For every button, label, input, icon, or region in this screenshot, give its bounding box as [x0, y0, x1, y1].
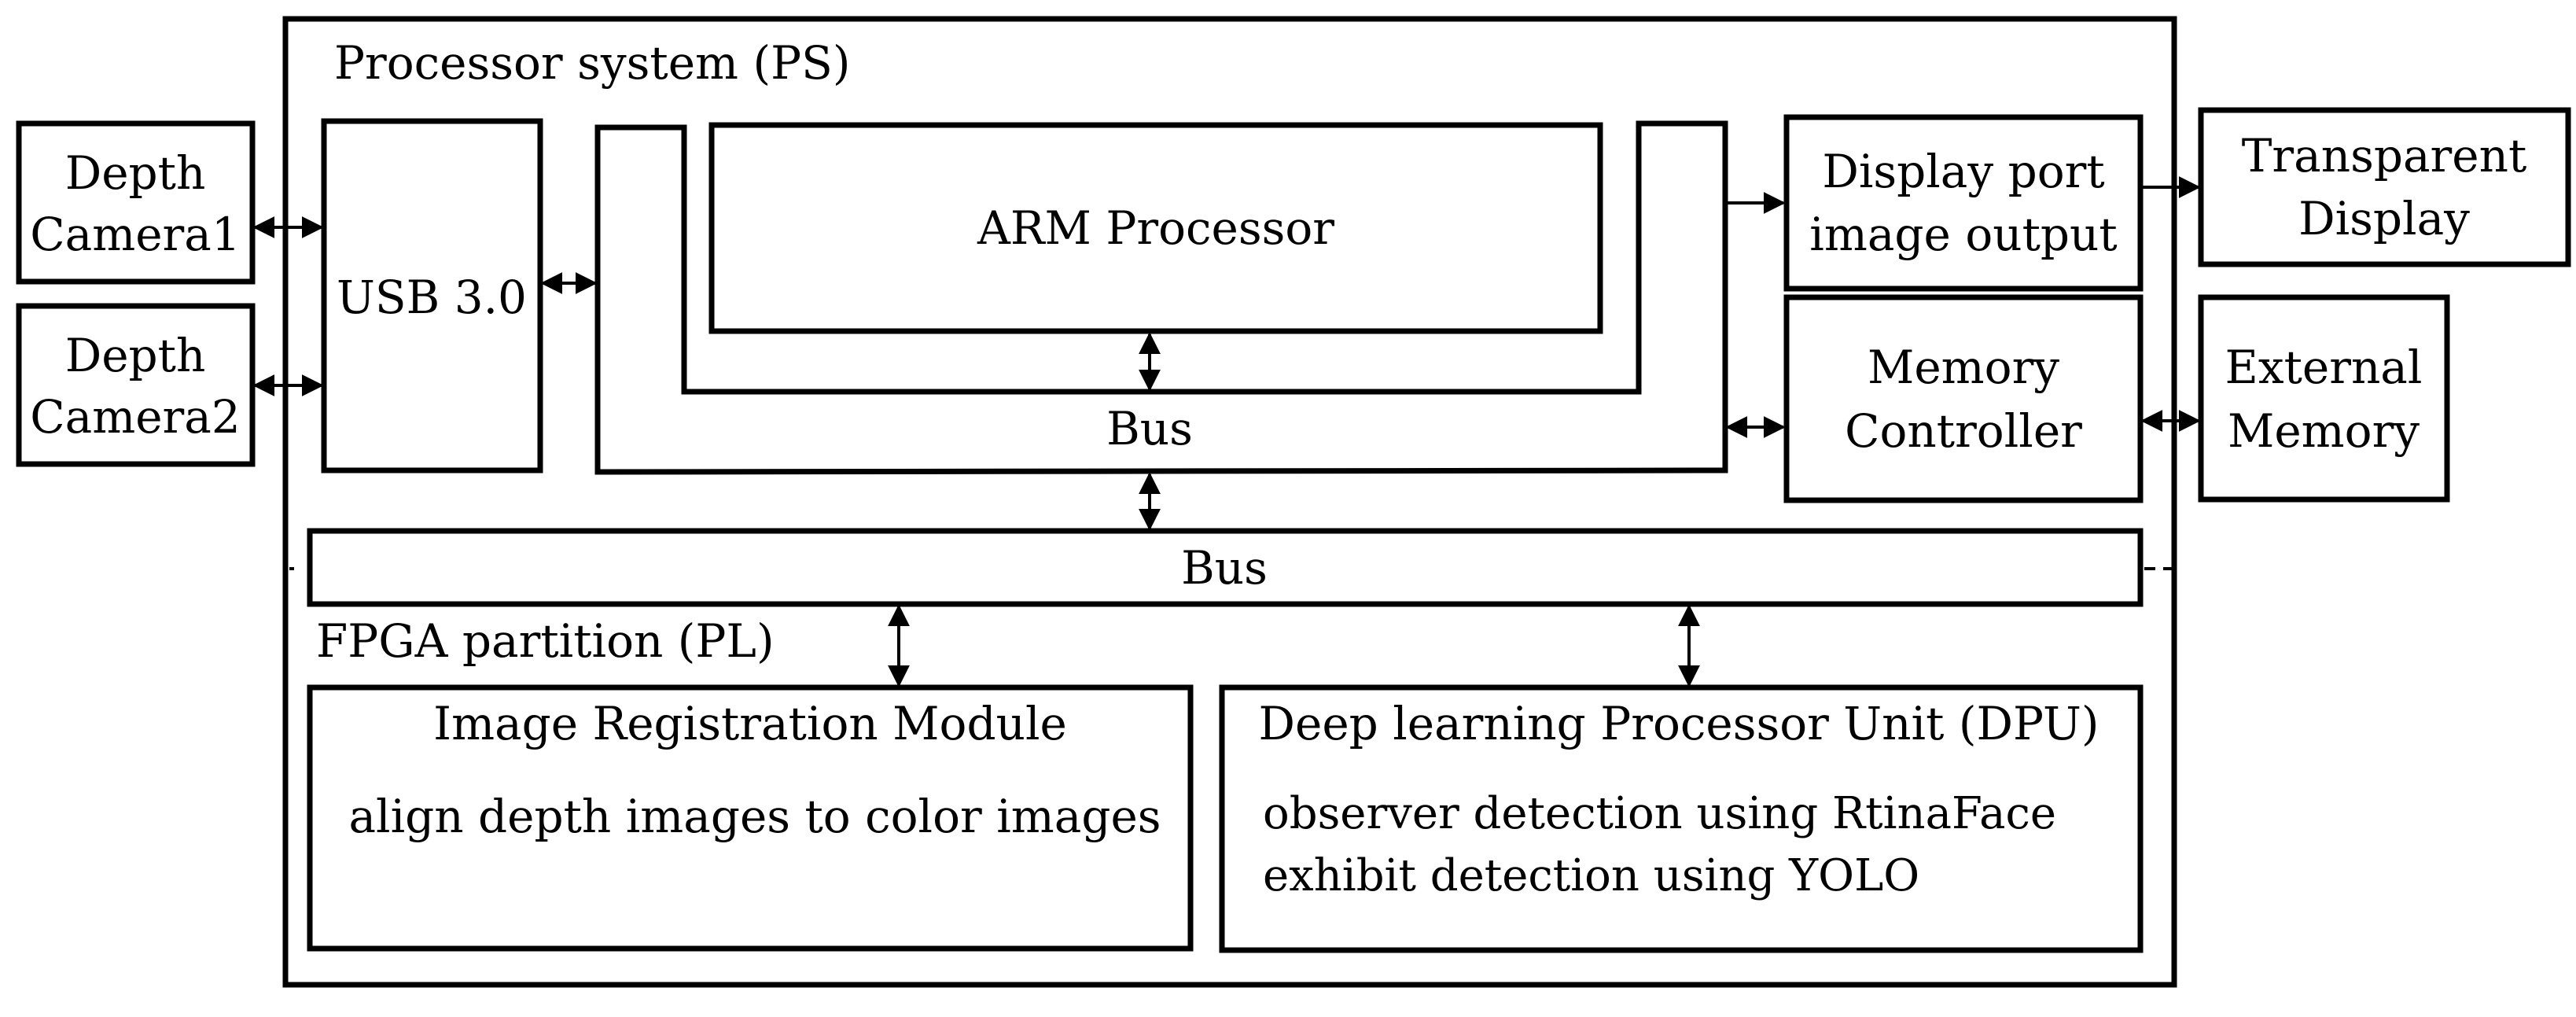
arm-processor-label: ARM Processor	[977, 201, 1334, 255]
depth-camera2-label-line1: Depth	[65, 329, 206, 382]
ps-section-label: Processor system (PS)	[334, 36, 850, 90]
pl-section-label: FPGA partition (PL)	[316, 614, 775, 668]
transparent-display-label-line1: Transparent	[2242, 129, 2527, 182]
display-port-block: Display port image output	[1783, 114, 2144, 292]
usb-block: USB 3.0	[321, 118, 543, 473]
image-registration-title: Image Registration Module	[433, 697, 1067, 750]
depth-camera1-label-line2: Camera1	[30, 208, 241, 261]
depth-camera2-box: Depth Camera2	[16, 303, 256, 467]
dpu-line-observer-detection: observer detection using RtinaFace	[1263, 788, 2056, 839]
depth-camera2-label-line2: Camera2	[30, 390, 241, 444]
dpu-title: Deep learning Processor Unit (DPU)	[1259, 697, 2099, 750]
system-frame	[282, 16, 2177, 988]
arm-processor-block: ARM Processor	[708, 122, 1603, 334]
image-registration-description: align depth images to color images	[348, 790, 1161, 843]
transparent-display-box: Transparent Display	[2198, 107, 2571, 267]
display-port-label-line1: Display port	[1822, 145, 2104, 198]
system-bus: Bus	[289, 528, 2172, 607]
depth-camera1-label-line1: Depth	[65, 146, 206, 200]
system-bus-label: Bus	[1181, 541, 1268, 595]
image-registration-block: Image Registration Module align depth im…	[307, 684, 1194, 952]
dpu-block: Deep learning Processor Unit (DPU) obser…	[1219, 684, 2144, 953]
transparent-display-label-line2: Display	[2298, 192, 2470, 245]
external-memory-box: External Memory	[2198, 294, 2450, 503]
display-port-label-line2: image output	[1809, 208, 2117, 261]
external-memory-label-line2: Memory	[2228, 404, 2420, 458]
memory-controller-block: Memory Controller	[1783, 294, 2144, 503]
depth-camera1-box: Depth Camera1	[16, 120, 256, 285]
memory-controller-label-line1: Memory	[1868, 341, 2059, 394]
dpu-line-exhibit-detection: exhibit detection using YOLO	[1263, 850, 1919, 901]
ps-inner-bus-label: Bus	[1106, 402, 1193, 455]
memory-controller-label-line2: Controller	[1845, 404, 2082, 458]
usb-label: USB 3.0	[337, 271, 527, 324]
external-memory-label-line1: External	[2225, 341, 2423, 394]
ps-inner-bus: Bus	[594, 120, 1728, 475]
